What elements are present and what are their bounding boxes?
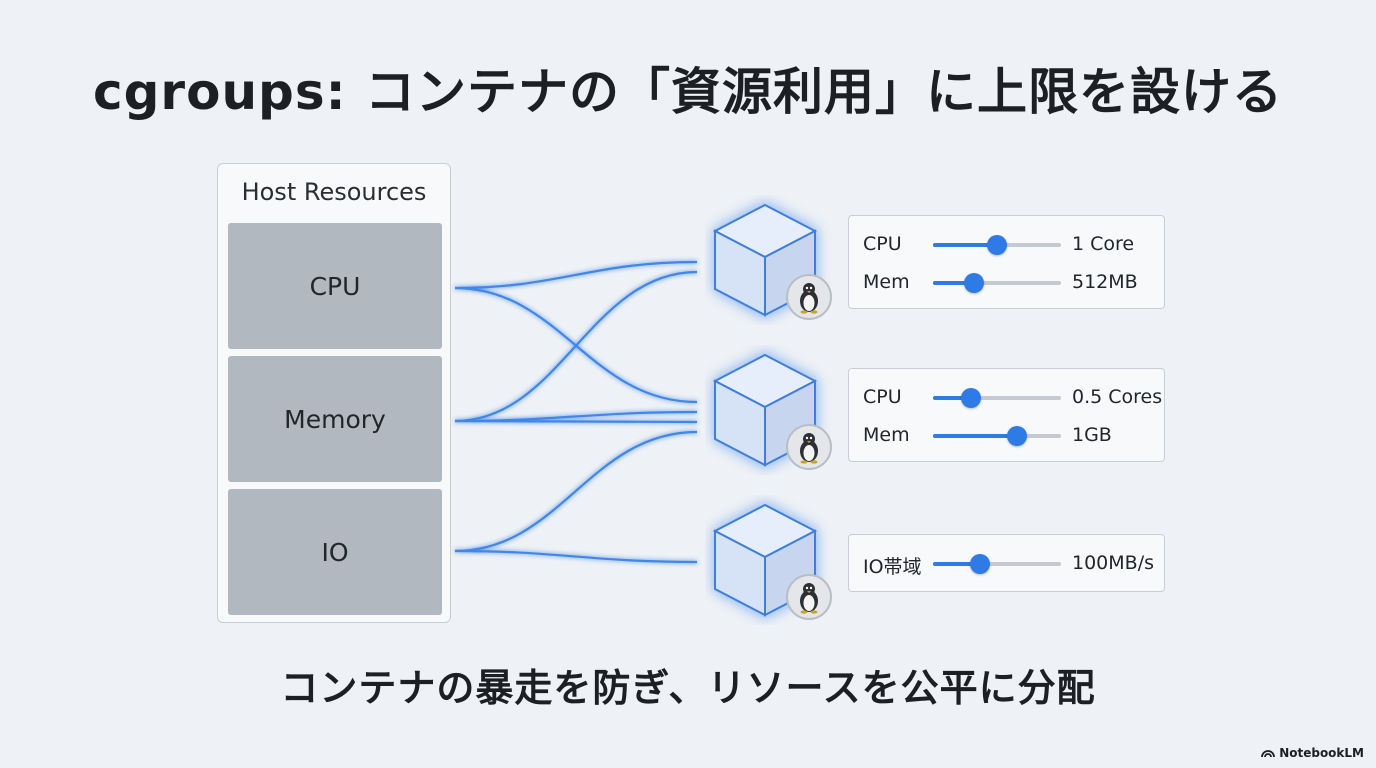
container-cube-2: [705, 345, 832, 475]
limit-panel-container-2: CPU 0.5 Cores Mem 1GB: [848, 368, 1165, 462]
slider-fill: [933, 562, 981, 566]
slider-fill: [933, 396, 972, 400]
host-resources-panel: Host Resources CPU Memory IO: [217, 163, 451, 623]
host-resources-title: Host Resources: [241, 178, 427, 206]
connector-memory-container-1: [454, 270, 698, 423]
linux-penguin-icon: [786, 574, 832, 620]
page-subtitle: コンテナの暴走を防ぎ、リソースを公平に分配: [280, 666, 1096, 710]
limit-row: Mem 1GB: [849, 420, 1164, 450]
brand-label: NotebookLM: [1279, 746, 1364, 760]
slider-fill: [933, 281, 974, 285]
limit-value: 512MB: [1072, 271, 1138, 293]
limit-slider[interactable]: [933, 426, 1061, 446]
container-cube-icon: [712, 501, 818, 619]
brand-watermark: NotebookLM: [1261, 746, 1364, 760]
slider-thumb[interactable]: [987, 235, 1007, 255]
limit-value: 0.5 Cores: [1072, 386, 1163, 408]
limit-row: IO帯域 100MB/s: [849, 548, 1164, 578]
slider-thumb[interactable]: [970, 554, 991, 574]
linux-penguin-icon: [786, 274, 832, 320]
connector-cpu-container-1: [454, 260, 698, 290]
resource-io: IO: [228, 489, 442, 615]
slider-fill: [933, 243, 997, 247]
limit-panel-container-3: IO帯域 100MB/s: [848, 534, 1165, 592]
limit-slider[interactable]: [933, 273, 1061, 293]
linux-penguin-icon: [786, 424, 832, 470]
slider-thumb[interactable]: [961, 388, 982, 408]
limit-label: CPU: [863, 386, 902, 408]
limit-label: Mem: [863, 271, 910, 293]
limit-slider[interactable]: [933, 388, 1061, 408]
slider-thumb[interactable]: [963, 273, 984, 293]
limit-slider[interactable]: [933, 235, 1061, 255]
slider-thumb[interactable]: [1007, 426, 1028, 446]
resource-memory: Memory: [228, 356, 442, 482]
resource-cpu: CPU: [228, 223, 442, 349]
limit-value: 100MB/s: [1072, 552, 1154, 574]
connector-memory-container-2b: [454, 419, 698, 424]
limit-row: Mem 512MB: [849, 267, 1164, 297]
limit-value: 1 Core: [1072, 233, 1135, 255]
limit-row: CPU 0.5 Cores: [849, 382, 1164, 412]
connector-io-container-3: [454, 549, 698, 564]
limit-row: CPU 1 Core: [849, 229, 1164, 259]
limit-label: Mem: [863, 424, 910, 446]
limit-label: IO帯域: [863, 556, 922, 578]
container-cube-3: [705, 495, 832, 625]
limit-value: 1GB: [1072, 424, 1112, 446]
limit-label: CPU: [863, 233, 902, 255]
connector-io-container-2: [454, 430, 698, 553]
page-title: cgroups: コンテナの「資源利用」に上限を設ける: [93, 63, 1283, 121]
limit-slider[interactable]: [933, 554, 1061, 574]
slider-fill: [933, 434, 1018, 438]
limit-panel-container-1: CPU 1 Core Mem 512MB: [848, 215, 1165, 309]
notebooklm-logo-icon: [1261, 750, 1276, 758]
container-cube-1: [705, 195, 832, 325]
